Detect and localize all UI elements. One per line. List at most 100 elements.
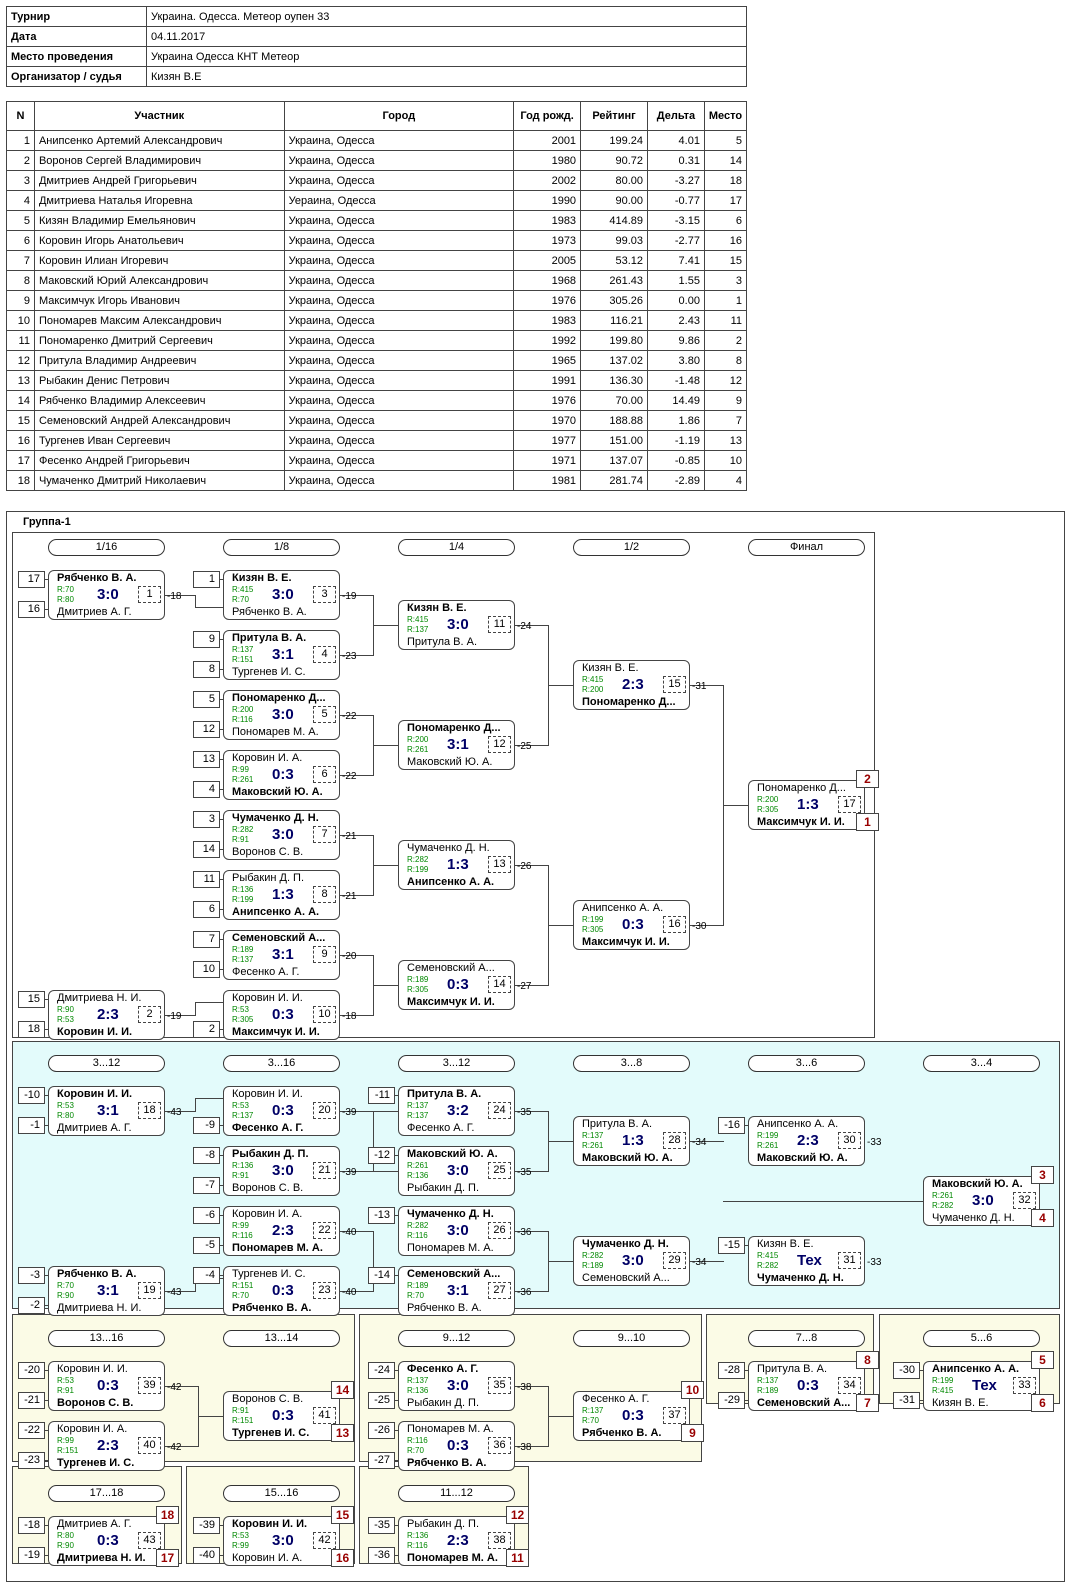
- table-cell: 1965: [513, 350, 582, 371]
- table-cell: Украина, Одесса: [283, 390, 515, 411]
- connector-line: [220, 909, 223, 910]
- round-label: Финал: [748, 539, 865, 556]
- table-cell: 0.00: [647, 290, 705, 311]
- match-score: 3:0: [972, 1192, 994, 1209]
- player-1-rating: R:415: [232, 585, 254, 594]
- seed-box: 1: [193, 571, 220, 588]
- player-2-rating: R:200: [582, 685, 604, 694]
- connector-line: [220, 969, 223, 970]
- table-cell: 15: [703, 250, 748, 271]
- table-cell: 14: [6, 390, 35, 411]
- connector-line: [690, 685, 723, 686]
- match-score: 1:3: [622, 1132, 644, 1149]
- table-cell: 3: [6, 170, 35, 191]
- player-1-name: Чумаченко Д. Н.: [407, 1208, 494, 1220]
- group-title: Группа-1: [23, 516, 71, 528]
- place-badge: 3: [1031, 1166, 1054, 1184]
- table-cell: -3.15: [647, 210, 705, 231]
- place-badge: 17: [156, 1549, 179, 1567]
- place-badge: 1: [856, 813, 879, 831]
- match-number: 12: [488, 736, 511, 753]
- loser-link: -35: [517, 1107, 532, 1118]
- player-2-rating: R:151: [57, 1446, 79, 1455]
- player-2-rating: R:189: [582, 1261, 604, 1270]
- loser-link: -33: [867, 1137, 882, 1148]
- match-number: 15: [663, 676, 686, 693]
- player-2-name: Максимчук И. И.: [582, 936, 670, 948]
- loser-link: -19: [167, 1011, 182, 1022]
- round-label: 15...16: [223, 1485, 340, 1502]
- table-cell: Украина, Одесса: [283, 430, 515, 451]
- table-cell: 1968: [513, 270, 582, 291]
- place-badge: 6: [1031, 1394, 1054, 1412]
- match-number: 24: [488, 1102, 511, 1119]
- loser-link: -33: [867, 1257, 882, 1268]
- match-number: 32: [1013, 1192, 1036, 1209]
- match-score: 3:1: [97, 1282, 119, 1299]
- loser-link: -43: [167, 1107, 182, 1118]
- player-2-name: Дмитриев А. Г.: [57, 606, 132, 618]
- match-score: 3:1: [272, 646, 294, 663]
- connector-line: [220, 699, 223, 700]
- seed-box: -8: [193, 1147, 220, 1164]
- connector-line: [45, 1029, 48, 1030]
- seed-box: 8: [193, 661, 220, 678]
- table-cell: Рыбакин Денис Петрович: [33, 370, 285, 391]
- match-score: 2:3: [272, 1222, 294, 1239]
- loser-link: -36: [517, 1287, 532, 1298]
- connector-line: [690, 1261, 723, 1262]
- table-cell: 414.89: [580, 210, 648, 231]
- match-number: 27: [488, 1282, 511, 1299]
- player-1-name: Анипсенко А. А.: [757, 1118, 839, 1130]
- player-1-rating: R:199: [582, 915, 604, 924]
- seed-box: -18: [18, 1517, 45, 1534]
- match-score: 2:3: [97, 1437, 119, 1454]
- loser-link: -36: [517, 1227, 532, 1238]
- player-1-rating: R:53: [57, 1101, 74, 1110]
- connector-line: [340, 1111, 373, 1112]
- match-score: 2:3: [97, 1006, 119, 1023]
- table-cell: -1.48: [647, 370, 705, 391]
- place-badge: 8: [856, 1351, 879, 1369]
- player-1-name: Маковский Ю. А.: [932, 1178, 1023, 1190]
- seed-box: -13: [368, 1207, 395, 1224]
- player-1-name: Дмитриев А. Г.: [57, 1518, 132, 1530]
- table-cell: 7: [703, 410, 748, 431]
- table-cell: 116.21: [580, 310, 648, 331]
- player-1-rating: R:200: [757, 795, 779, 804]
- table-cell: 5: [703, 130, 748, 151]
- player-2-rating: R:116: [407, 1541, 428, 1550]
- loser-link: -22: [342, 771, 357, 782]
- player-1-name: Коровин И. А.: [232, 752, 303, 764]
- match-number: 33: [1013, 1377, 1036, 1394]
- connector-line: [745, 1370, 748, 1371]
- table-cell: 53.12: [580, 250, 648, 271]
- player-2-name: Пономарев М. А.: [232, 1242, 323, 1254]
- seed-box: 10: [193, 961, 220, 978]
- seed-box: -16: [718, 1117, 745, 1134]
- loser-link: -26: [517, 861, 532, 872]
- info-value: Украина. Одесса. Метеор оупен 33: [146, 6, 747, 27]
- match-score: 3:0: [97, 586, 119, 603]
- player-1-name: Коровин И. И.: [232, 992, 303, 1004]
- connector-line: [198, 1416, 223, 1417]
- connector-line: [220, 1185, 223, 1186]
- connector-line: [373, 1111, 374, 1172]
- player-1-rating: R:151: [232, 1281, 254, 1290]
- match-number: 3: [313, 586, 336, 603]
- player-2-name: Кизян В. Е.: [932, 1397, 989, 1409]
- connector-line: [395, 1525, 398, 1526]
- seed-box: -35: [368, 1517, 395, 1534]
- match-number: 21: [313, 1162, 336, 1179]
- loser-link: -18: [342, 1011, 357, 1022]
